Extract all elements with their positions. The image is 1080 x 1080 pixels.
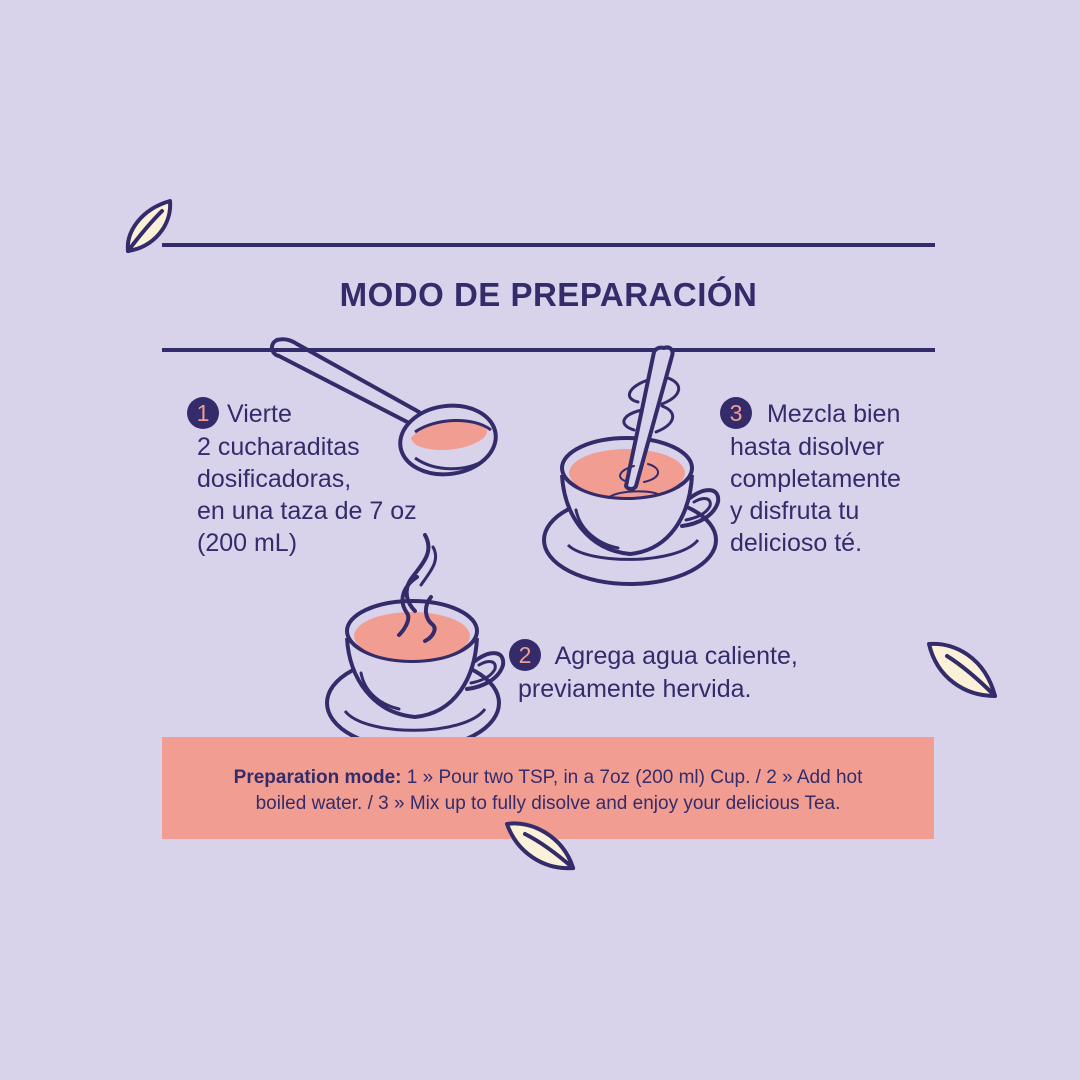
step-3-line: hasta disolver: [730, 433, 885, 462]
step-3-line: delicioso té.: [730, 529, 863, 558]
spoon-icon: [270, 337, 498, 477]
leaf-icon-right: [927, 641, 997, 698]
step-1-line: (200 mL): [197, 529, 298, 558]
step-3-line: Mezcla bien: [766, 400, 901, 428]
english-instructions-banner: Preparation mode: 1 » Pour two TSP, in a…: [162, 737, 934, 839]
english-line-2: boiled water. / 3 » Mix up to fully diso…: [255, 793, 841, 814]
step-3-line: y disfruta tu: [730, 497, 860, 526]
top-divider: [162, 243, 935, 247]
step-1-line: Vierte: [227, 400, 292, 428]
english-line-1: 1 » Pour two TSP, in a 7oz (200 ml) Cup.…: [401, 767, 863, 788]
step-1-line: dosificadoras,: [197, 465, 352, 494]
step-2: 2 Agrega agua caliente, previamente herv…: [509, 639, 798, 705]
stirring-cup-icon: [542, 345, 721, 586]
leaf-icon-top-left: [125, 199, 173, 253]
step-3-badge: 3: [720, 397, 752, 430]
english-label: Preparation mode:: [233, 767, 402, 788]
step-2-line: Agrega agua caliente,: [554, 642, 798, 670]
step-3-line: completamente: [730, 465, 901, 494]
leaf-icon-overlap: [505, 821, 575, 871]
step-2-line: previamente hervida.: [518, 675, 752, 704]
step-1: 1 Vierte 2 cucharaditas dosificadoras, en…: [187, 397, 417, 559]
step-3: 3 Mezcla bien hasta disolver completamen…: [720, 397, 901, 559]
step-2-badge: 2: [509, 639, 541, 672]
step-1-line: 2 cucharaditas: [197, 433, 360, 462]
page-title: MODO DE PREPARACIÓN: [339, 276, 758, 313]
step-1-badge: 1: [187, 397, 219, 430]
bottom-divider: [162, 348, 935, 352]
step-1-line: en una taza de 7 oz: [197, 497, 417, 526]
steaming-cup-icon: [325, 533, 506, 751]
